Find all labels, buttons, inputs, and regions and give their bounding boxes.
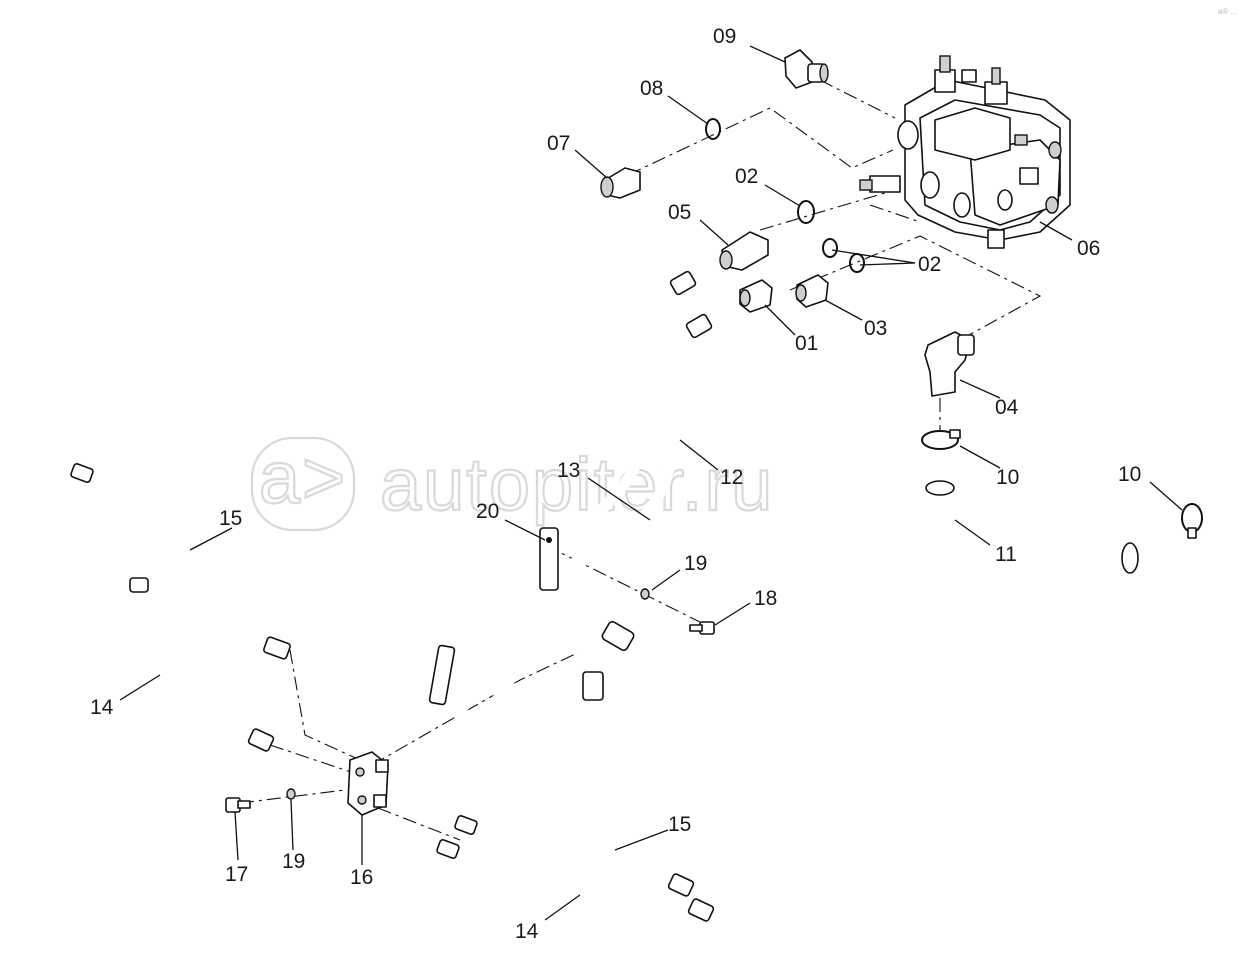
hose-14-lower [436,839,715,922]
label-05: 05 [668,201,691,224]
o-ring-02b [822,238,838,258]
o-ring-08 [705,118,721,140]
fitting-03 [795,274,829,308]
washer-19b [286,788,296,800]
watermark: a> autopiter.ru [250,435,774,532]
label-07: 07 [547,132,570,155]
elbow-fitting-09 [784,49,829,89]
bracket-20 [428,527,559,706]
label-12: 12 [720,466,743,489]
clamp-10a [921,429,961,450]
label-20: 20 [476,500,499,523]
o-ring-02a [797,200,815,224]
watermark-logo-icon: a> [259,436,347,519]
hose-12 [424,313,713,778]
label-02a: 02 [735,165,758,188]
elbow-fitting-04 [924,331,975,397]
label-10a: 10 [996,466,1019,489]
label-15a: 15 [219,507,242,530]
adapter-07 [600,167,641,199]
label-09: 09 [713,25,736,48]
adapter-05 [719,231,769,271]
label-16: 16 [350,866,373,889]
washer-19a [640,588,650,600]
corner-mark: a® ... [1218,7,1237,16]
label-03: 03 [864,317,887,340]
fitting-01 [739,279,773,313]
hose-13 [432,270,697,696]
label-14a: 14 [90,696,114,719]
o-ring-02c [849,253,865,273]
watermark-text: autopiter.ru [380,443,774,526]
label-17: 17 [225,863,248,886]
label-14b: 14 [515,920,539,943]
label-15b: 15 [668,813,691,836]
label-19a: 19 [684,552,707,575]
label-08: 08 [640,77,663,100]
label-01: 01 [795,332,818,355]
label-13: 13 [557,459,580,482]
hose-15-upper [70,463,291,660]
label-11: 11 [995,543,1017,566]
part-labels: 09 08 07 02 05 06 02 01 03 04 10 10 11 1… [90,25,1141,943]
assembly-dash-lines [239,79,1042,841]
hose-15-lower [454,815,695,897]
hose-14-left [129,577,275,752]
bent-hose-11 [875,475,1143,653]
bolt-17 [225,797,251,813]
label-02b: 02 [918,253,941,276]
distributor-block-16 [347,751,389,816]
label-19b: 19 [282,850,305,873]
leader-lines [119,45,1183,921]
label-04: 04 [995,396,1019,419]
control-valve-block [859,55,1071,249]
bolt-18 [689,621,715,635]
label-10b: 10 [1118,463,1141,486]
label-06: 06 [1077,237,1100,260]
clamp-10b [1181,503,1203,539]
label-18: 18 [754,587,777,610]
